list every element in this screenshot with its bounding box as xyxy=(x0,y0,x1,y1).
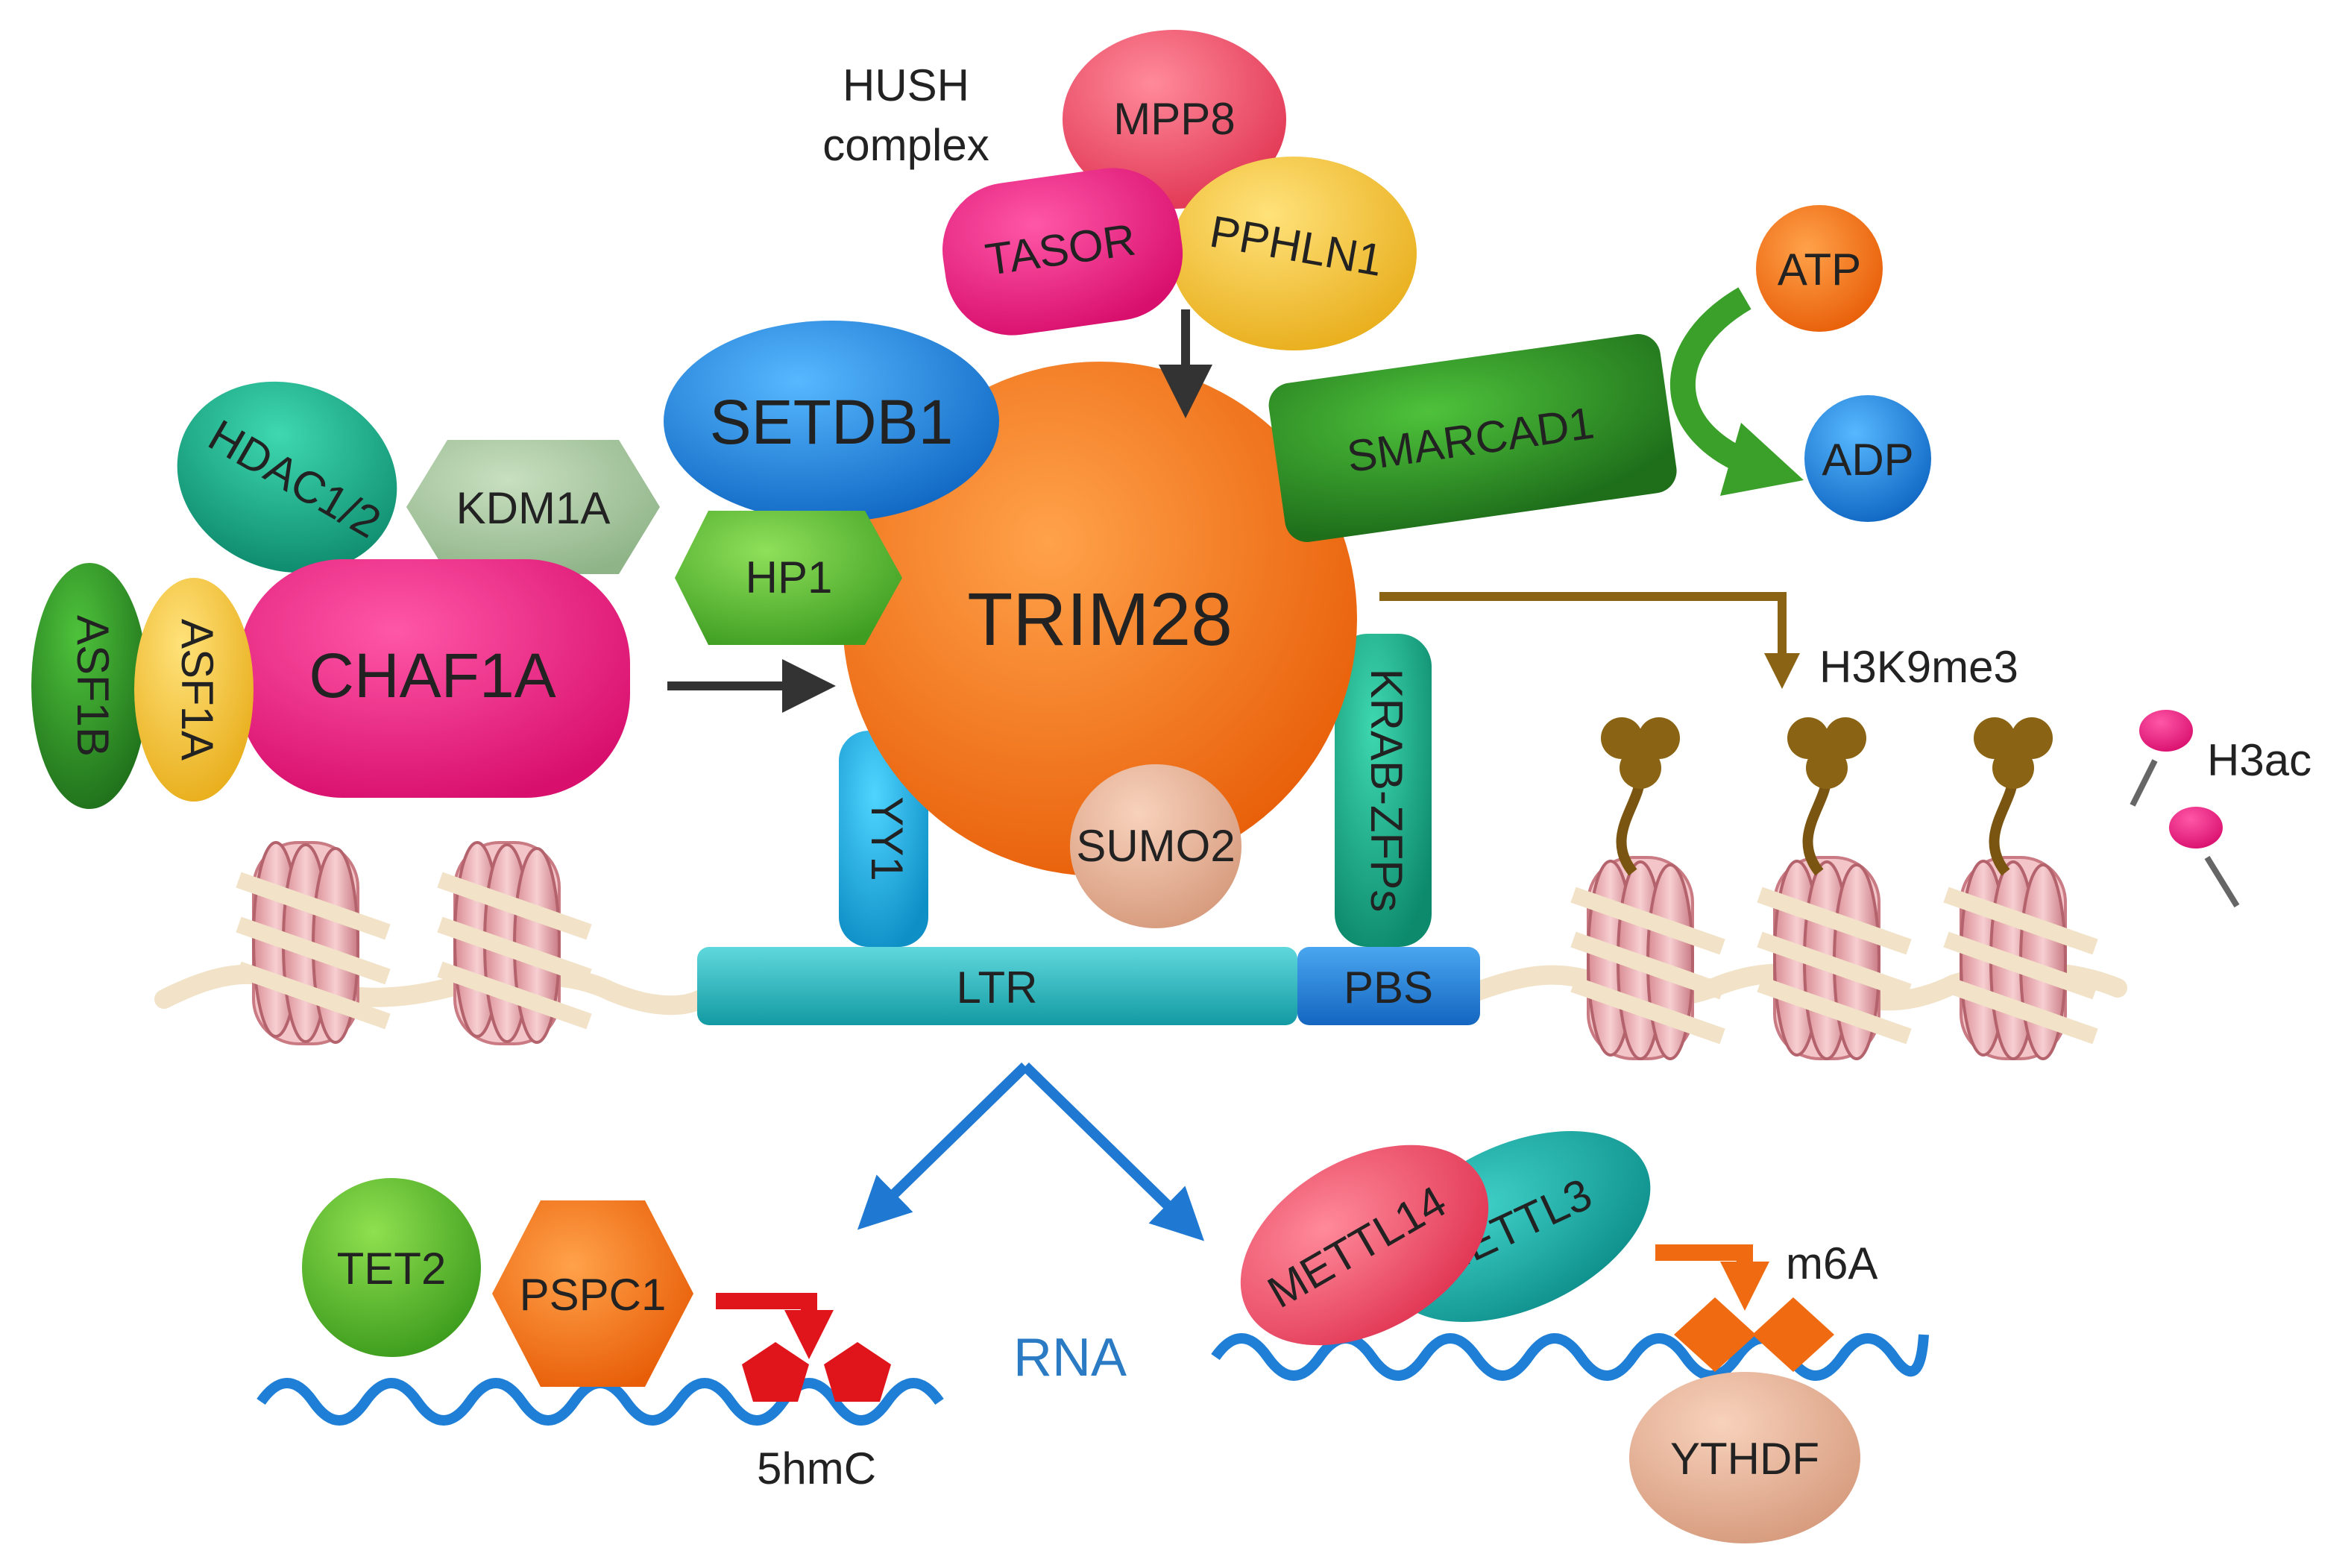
nucleosome-right-1 xyxy=(1570,856,1725,1060)
pspc1-protein: PSPC1 xyxy=(492,1200,693,1387)
yy1-label: YY1 xyxy=(862,796,912,881)
ltr-to-rna-path-arrow xyxy=(1022,1062,1205,1241)
nucleosome-left-2 xyxy=(437,841,592,1045)
h3k9me3-mark-3 xyxy=(1974,717,2053,876)
5hmc-label: 5hmC xyxy=(757,1443,876,1493)
hush-label-line2: complex xyxy=(822,120,989,170)
tet2-protein: TET2 xyxy=(302,1178,481,1357)
sumo2-protein: SUMO2 xyxy=(1070,764,1241,928)
nucleosome-right-2 xyxy=(1757,856,1912,1060)
nucleosome-left-1 xyxy=(236,841,391,1045)
krab-zfps-label: KRAB-ZFPs xyxy=(1362,669,1411,913)
ythdf-label: YTHDF xyxy=(1670,1434,1819,1484)
5hmc-arrow xyxy=(716,1293,834,1359)
m6a-mark-2 xyxy=(1752,1297,1834,1372)
nucleosome-right-3 xyxy=(1943,856,2098,1060)
chaf1a-label: CHAF1A xyxy=(309,640,555,711)
trim28-label: TRIM28 xyxy=(967,578,1233,661)
asf1b-label: ASF1B xyxy=(68,615,118,757)
atp-label: ATP xyxy=(1778,245,1861,295)
chaf1a-protein: CHAF1A xyxy=(239,559,630,798)
m6a-label: m6A xyxy=(1786,1238,1878,1288)
smarcad1-protein: SMARCAD1 xyxy=(1268,334,1677,542)
sumo2-label: SUMO2 xyxy=(1076,821,1235,871)
krab-zfps-protein: KRAB-ZFPs xyxy=(1335,634,1432,947)
pbs-element: PBS xyxy=(1297,947,1480,1025)
h3ac-pin-2 xyxy=(2169,807,2240,908)
trim28-protein: TRIM28 xyxy=(843,362,1357,876)
atp-to-adp-arrow xyxy=(1670,287,1804,496)
kdm1a-protein: KDM1A xyxy=(406,440,660,574)
m6a-arrow xyxy=(1655,1244,1769,1311)
mpp8-protein: MPP8 xyxy=(1063,30,1286,209)
asf1b-protein: ASF1B xyxy=(31,563,148,809)
h3ac-label: H3ac xyxy=(2207,735,2311,785)
setdb1-protein: SETDB1 xyxy=(664,321,999,522)
asf1a-protein: ASF1A xyxy=(134,578,254,802)
adp-molecule: ADP xyxy=(1804,395,1931,522)
kdm1a-label: KDM1A xyxy=(456,483,611,533)
pphln1-protein: PPHLN1 xyxy=(1171,157,1417,350)
tet2-label: TET2 xyxy=(337,1244,447,1294)
m6a-mark-1 xyxy=(1674,1297,1756,1372)
5hmc-mark-1 xyxy=(742,1342,809,1402)
ltr-to-dna-path-arrow xyxy=(857,1062,1029,1230)
atp-molecule: ATP xyxy=(1756,205,1883,332)
hdac12-protein: HDAC1/2 xyxy=(177,381,397,573)
pbs-label: PBS xyxy=(1344,963,1433,1013)
ltr-label: LTR xyxy=(957,963,1038,1013)
mettl14-protein: METTL14 xyxy=(1240,1144,1489,1346)
ythdf-protein: YTHDF xyxy=(1629,1372,1860,1543)
h3k9me3-label: H3K9me3 xyxy=(1819,642,2018,692)
hp1-protein: HP1 xyxy=(675,511,902,645)
h3k9me3-mark-2 xyxy=(1787,717,1866,876)
h3k9me3-mark-1 xyxy=(1601,717,1680,876)
rna-label: RNA xyxy=(1013,1328,1127,1388)
h3k9me3-arrow xyxy=(1379,592,1800,689)
adp-label: ADP xyxy=(1822,435,1913,485)
hush-label-line1: HUSH xyxy=(843,60,969,110)
asf1a-label: ASF1A xyxy=(172,619,222,761)
hp1-label: HP1 xyxy=(746,552,833,602)
setdb1-label: SETDB1 xyxy=(710,387,954,457)
tasor-protein: TASOR xyxy=(942,168,1183,336)
mpp8-label: MPP8 xyxy=(1113,94,1235,144)
ltr-element: LTR xyxy=(697,947,1297,1025)
5hmc-mark-2 xyxy=(824,1342,891,1402)
pspc1-label: PSPC1 xyxy=(520,1270,667,1320)
h3ac-pin-1 xyxy=(2130,710,2193,807)
